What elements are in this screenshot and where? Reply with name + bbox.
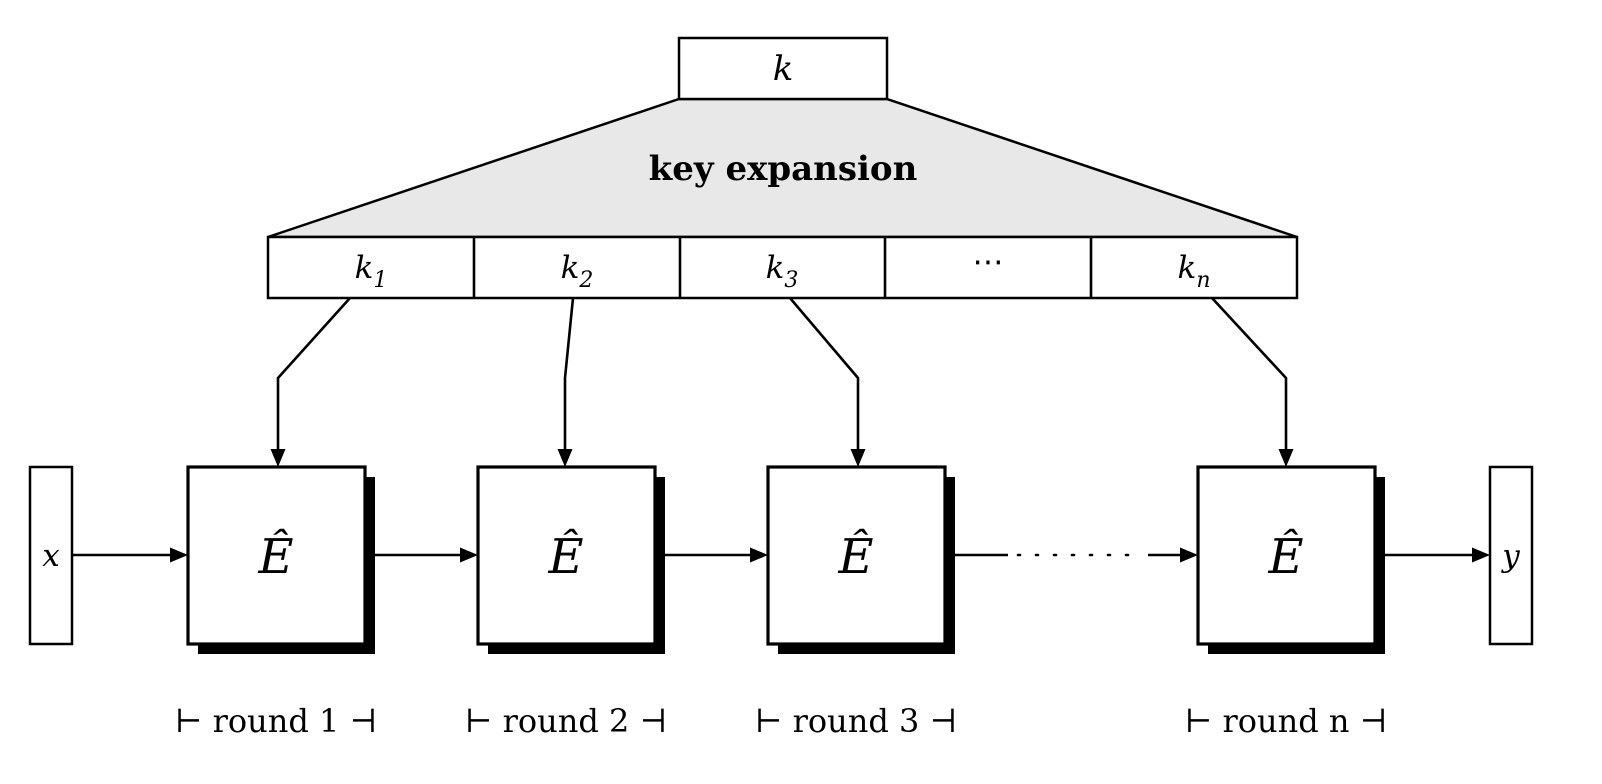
round-box-1 [186, 465, 367, 646]
arrowhead-into-roundn [1180, 547, 1198, 563]
output-box [1488, 465, 1534, 646]
subkey-label-k1: k1 [355, 250, 388, 293]
subkey-arrow-1 [276, 297, 351, 452]
subkey-label-k3: k3 [766, 250, 799, 293]
round-box-n [1196, 465, 1377, 646]
subkey-k3-base: k [766, 250, 785, 286]
subkey-k1-sub: 1 [373, 268, 387, 293]
subkey-arrow-3 [789, 297, 860, 452]
round-function-label-3: Ê [837, 528, 873, 585]
round-function-label-n: Ê [1267, 528, 1303, 585]
input-label: x [42, 538, 60, 574]
subkey-arrow-2 [563, 297, 575, 452]
subkey-label-k2: k2 [561, 250, 594, 293]
input-box [28, 465, 74, 646]
subkey-arrowhead-1 [270, 449, 286, 467]
round-bracket-label-2: ⊢ round 2 ⊣ [465, 702, 667, 740]
subkey-row [266, 235, 1299, 300]
master-key-box [677, 36, 889, 101]
round-bracket-label-n: ⊢ round n ⊣ [1185, 702, 1387, 740]
arrowhead-roundn-to-y [1472, 547, 1490, 563]
subkey-k2-base: k [561, 250, 580, 286]
round-bracket-label-1: ⊢ round 1 ⊣ [175, 702, 377, 740]
subkey-k2-sub: 2 [578, 268, 593, 293]
subkey-k1-base: k [355, 250, 374, 286]
subkey-arrowhead-2 [557, 449, 573, 467]
master-key-label: k [773, 49, 794, 89]
subkey-label-kn: kn [1178, 250, 1211, 293]
subkey-ellipsis-glyph: ⋯ [973, 244, 1004, 280]
arrowhead-x-to-round1 [170, 547, 188, 563]
subkey-ellipsis: ⋯ [973, 244, 1004, 280]
round-bracket-label-3: ⊢ round 3 ⊣ [755, 702, 957, 740]
key-expansion-label: key expansion [649, 149, 918, 189]
subkey-kn-base: k [1178, 250, 1197, 286]
round-box-2 [476, 465, 657, 646]
round-function-label-2: Ê [547, 528, 583, 585]
round-function-label-1: Ê [257, 528, 293, 585]
subkey-arrowhead-3 [850, 449, 866, 467]
subkey-k3-sub: 3 [784, 268, 798, 293]
subkey-arrow-n [1211, 297, 1288, 452]
arrowhead-round2-to-round3 [750, 547, 768, 563]
output-label: y [1500, 538, 1520, 574]
subkey-kn-sub: n [1196, 268, 1210, 293]
arrowhead-round1-to-round2 [460, 547, 478, 563]
subkey-arrowhead-n [1278, 449, 1294, 467]
